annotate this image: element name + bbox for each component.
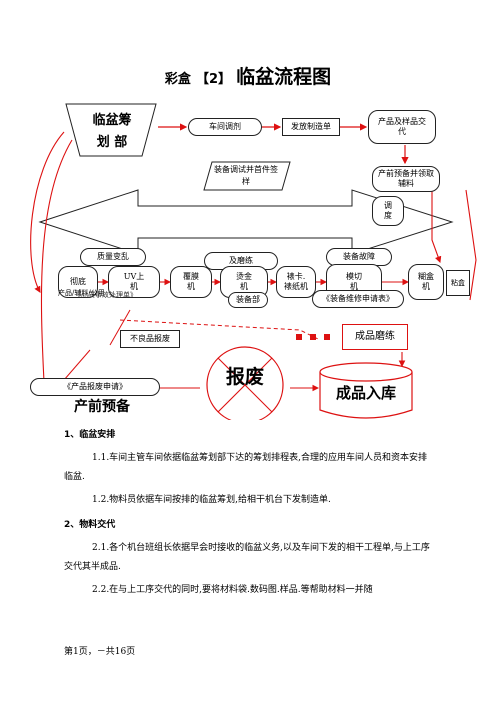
proc-2-sub: 机 [130,282,138,291]
product-sample-label: 产品及样品交代 [378,117,426,136]
document-body: 1、临盆安排 1.1.车间主管车间依据临盆筹划部下达的筹划排程表,合理的应用车间… [64,426,434,600]
title-bracket: 【2】 [195,72,232,87]
page-footer: 第1页，－共16页 [64,644,135,657]
quality-report: 《品质事故处理单》 [74,290,137,300]
plan-dept-line2: 划 部 [96,135,128,150]
equip-debug-shape [203,161,291,191]
section-2-para-1: 2.1.各个机台班组长依据早会时接收的临盆义务,以及车间下发的相干工程单,与上工… [64,543,430,572]
adjust-line1: 调 [384,201,392,210]
big-double-arrow [38,189,454,255]
proc-3: 覆膜 机 [170,266,212,298]
finished-check-label: 成品磨练 [355,331,395,342]
quality-label: 质量变乱 [97,252,129,261]
quality-report-text: 《品质事故处理单》 [74,291,137,299]
proc-7b: 粘盒 [446,270,470,296]
proc-4-sub: 机 [240,282,248,291]
equip-repair-box: 《装备维修申请表》 [312,290,404,308]
proc-7-sub: 机 [422,282,430,291]
adjust-line2: 度 [384,211,392,220]
proc-7-label: 糊盒 [418,272,434,281]
preprod-label: 产前预备并领取辅料 [378,169,434,188]
page-title: 彩盒 【2】 临盆流程图 [0,62,496,89]
proc-6-sub: 机 [350,282,358,291]
proc-7: 糊盒 机 [408,264,444,300]
equip-repair-label: 《装备维修申请表》 [322,294,394,303]
proc-7b-label: 粘盒 [451,279,465,287]
wear-label: 及磨练 [229,256,253,265]
section-2-heading: 2、物料交代 [64,520,116,530]
issue-order-box: 发放制造单 [282,118,340,136]
section-1-para-1: 1.1.车间主管车间依据临盆筹划部下达的筹划排程表,合理的应用车间人员和资本安排… [64,453,428,482]
stock-in-cylinder [319,372,413,419]
proc-5: 裱卡. 裱纸机 [276,266,316,298]
proc-5-label: 裱卡. [286,272,306,281]
finished-check-box: 成品磨练 [342,324,408,350]
section-1-para-2: 1.2.物料员依据车间按排的临盆筹划,给相干机台下发制造单. [92,495,331,505]
flowchart-connectors [30,103,477,420]
stock-in-text: 成品入库 [335,384,396,402]
proc-3-label: 覆膜 [183,272,199,281]
scrap-app-label: 《产品报废申请》 [63,382,127,391]
title-prefix: 彩盒 [164,72,191,87]
proc-1-label: 彻底 [70,277,86,286]
title-main: 临盆流程图 [236,66,332,88]
scrap-text: 报废 [225,366,264,388]
proc-2: UV上 机 [108,266,160,298]
equip-dept-box: 装备部 [228,292,268,308]
issue-order-label: 发放制造单 [291,122,331,131]
proc-1: 彻底 [58,266,98,298]
section-2-para-2: 2.2.在与上工序交代的同时,要将材料袋.数码图.样品.等帮助材料一并随 [92,585,373,595]
scrap-label: 报废 [210,362,280,389]
defect-label: 不良品报废 [130,334,170,343]
equip-dept-label: 装备部 [236,295,260,304]
product-sample-box: 产品及样品交代 [368,110,436,144]
equip-debug-text: 装备调试并首件签样 [214,165,278,186]
proc-6-label: 模切 [346,272,362,281]
workshop-box: 车间调剂 [188,118,262,136]
defect-box: 不良品报废 [120,330,180,348]
section-title: 产前预备 [74,396,130,416]
scrap-app-box: 《产品报废申请》 [30,378,160,396]
section-1-heading: 1、临盆安排 [64,430,116,440]
workshop-label: 车间调剂 [209,122,241,131]
proc-3-sub: 机 [187,282,195,291]
quality-box: 质量变乱 [80,248,146,266]
equip-debug-label: 装备调试并首件签样 [214,164,278,188]
preprod-box: 产前预备并领取辅料 [372,166,440,192]
adjust-box: 调 度 [372,196,404,226]
proc-2-label: UV上 [123,272,145,281]
proc-5-sub: 裱纸机 [284,282,308,291]
proc-sub1-text: 产品/辅料/公用 [58,289,105,297]
stock-in-label: 成品入库 [322,382,410,403]
plan-dept-shape [65,103,157,157]
section-title-text: 产前预备 [74,399,130,415]
proc-sub1: 产品/辅料/公用 [58,288,105,298]
plan-dept: 临盆筹 划 部 [72,110,152,154]
proc-4-label: 烫金 [236,272,252,281]
equip-fault-label: 装备故障 [343,252,375,261]
page-footer-text: 第1页，－共16页 [64,647,136,657]
plan-dept-line1: 临盆筹 [92,113,132,128]
